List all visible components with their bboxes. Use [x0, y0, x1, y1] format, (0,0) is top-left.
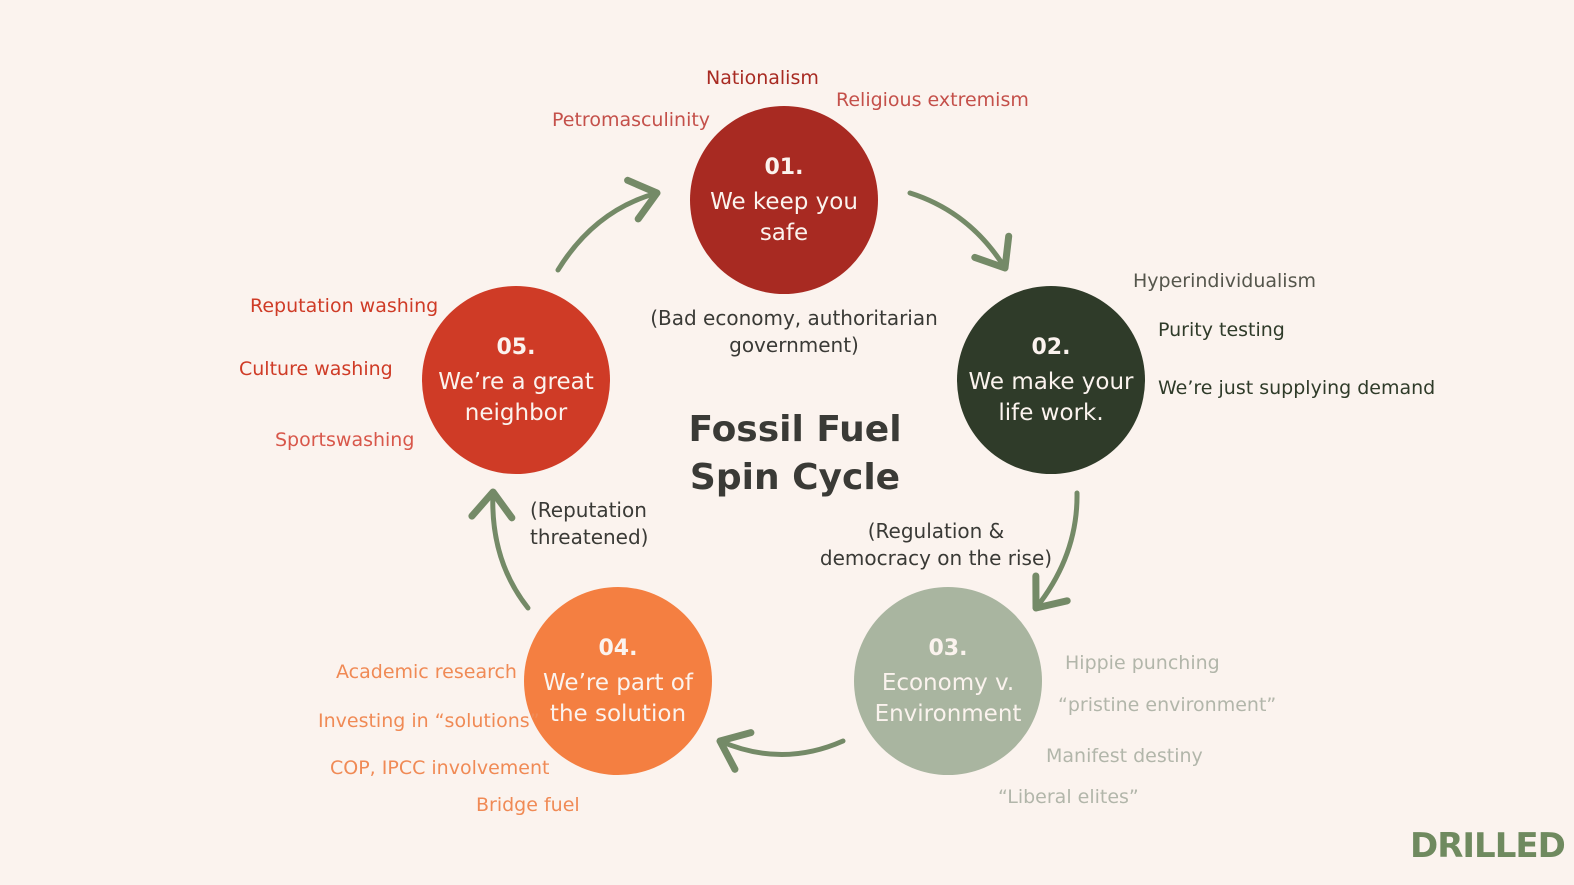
arrow-5-to-1	[555, 176, 661, 273]
arrow-1-to-2	[907, 190, 1013, 272]
label-petromasculinity: Petromasculinity	[552, 109, 711, 131]
title-line-2: Spin Cycle	[689, 457, 901, 498]
step-number: 03.	[928, 635, 968, 661]
step-text: Economy v. Environment	[874, 669, 1022, 727]
label-investing-solutions: Investing in “solutions”	[318, 710, 540, 732]
step-02-circle: 02. We make your life work.	[957, 286, 1145, 474]
label-reputation-washing: Reputation washing	[250, 295, 439, 317]
step-number: 05.	[496, 334, 536, 360]
transition-bad-economy: (Bad economy, authoritarian government)	[650, 306, 938, 357]
label-liberal-elites: “Liberal elites”	[998, 786, 1139, 808]
diagram-title: Fossil Fuel Spin Cycle	[688, 406, 901, 502]
step-03-circle: 03. Economy v. Environment	[854, 587, 1042, 775]
label-hippie-punching: Hippie punching	[1065, 652, 1220, 674]
step-text: We make your life work.	[968, 368, 1134, 426]
step-number: 01.	[764, 154, 804, 180]
label-culture-washing: Culture washing	[239, 358, 393, 380]
step-01-circle: 01. We keep you safe	[690, 106, 878, 294]
label-academic-research: Academic research	[336, 661, 517, 683]
label-cop-ipcc: COP, IPCC involvement	[330, 757, 550, 779]
arrow-3-to-4	[716, 729, 846, 773]
step-number: 04.	[598, 635, 638, 661]
arrow-4-to-5	[468, 488, 531, 611]
label-pristine-environment: “pristine environment”	[1058, 694, 1277, 716]
transition-reputation: (Reputation threatened)	[530, 498, 649, 549]
step-04-circle: 04. We’re part of the solution	[524, 587, 712, 775]
label-manifest-destiny: Manifest destiny	[1046, 745, 1203, 767]
transition-regulation: (Regulation & democracy on the rise)	[819, 519, 1053, 570]
step-05-circle: 05. We’re a great neighbor	[422, 286, 610, 474]
step-text: We keep you safe	[710, 188, 858, 246]
label-hyperindividualism: Hyperindividualism	[1133, 270, 1316, 292]
step-number: 02.	[1031, 334, 1071, 360]
step-text: We’re a great neighbor	[438, 368, 594, 426]
label-purity-testing: Purity testing	[1158, 319, 1285, 341]
arrow-2-to-3	[1032, 490, 1080, 612]
label-religious-extremism: Religious extremism	[836, 89, 1029, 111]
label-nationalism: Nationalism	[706, 67, 819, 89]
step-text: We’re part of the solution	[543, 669, 693, 727]
label-sportswashing: Sportswashing	[275, 429, 415, 451]
title-line-1: Fossil Fuel	[688, 409, 902, 450]
label-bridge-fuel: Bridge fuel	[476, 794, 580, 816]
drilled-logo: DRILLED	[1410, 826, 1566, 866]
label-supplying-demand: We’re just supplying demand	[1158, 377, 1436, 399]
